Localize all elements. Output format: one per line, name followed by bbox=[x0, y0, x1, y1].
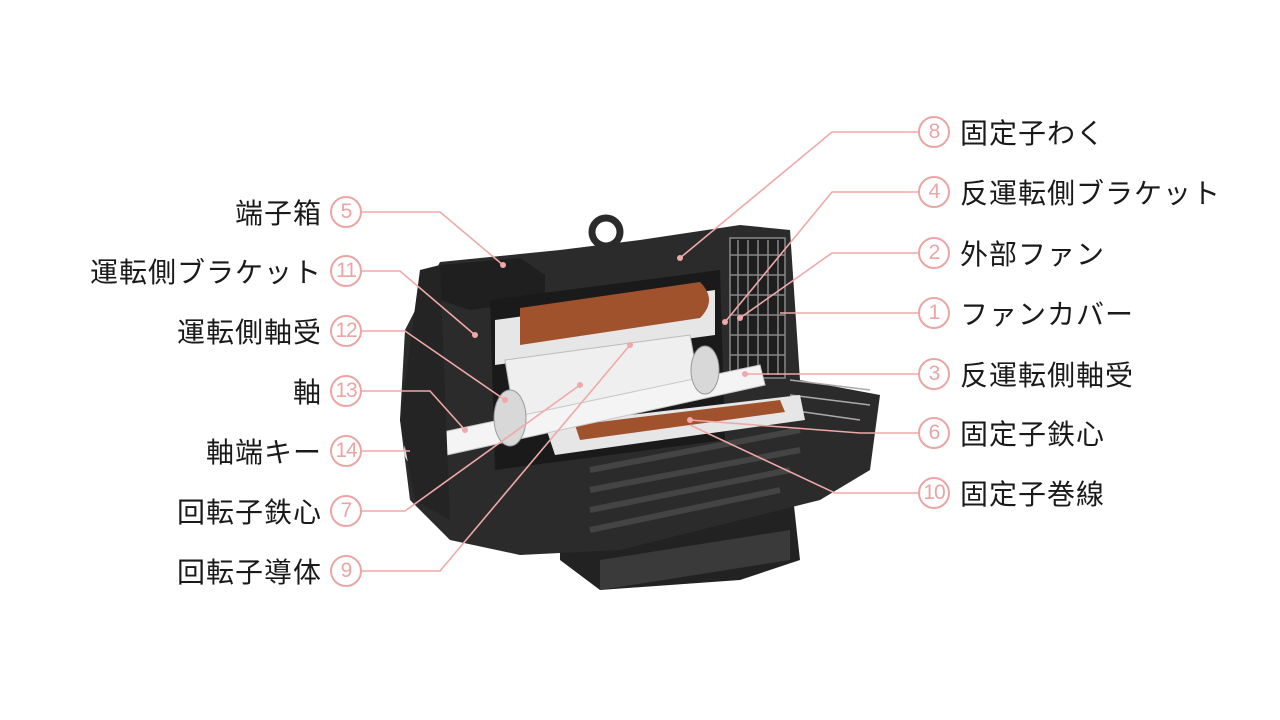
drive-end-bracket bbox=[400, 265, 450, 520]
eye-bolt bbox=[588, 214, 624, 250]
label-text: 軸 bbox=[292, 376, 322, 409]
label-text: ファンカバー bbox=[960, 298, 1135, 331]
label-rotor-core: 回転子鉄心 7 bbox=[100, 491, 362, 531]
label-number: 11 bbox=[330, 255, 362, 287]
leader-line-4 bbox=[724, 191, 918, 323]
label-number: 13 bbox=[330, 375, 362, 407]
label-non-drive-end-bearing: 3 反運転側軸受 bbox=[918, 354, 1258, 394]
leader-line-11 bbox=[362, 270, 476, 336]
label-text: 端子箱 bbox=[234, 197, 322, 230]
label-text: 外部ファン bbox=[960, 238, 1106, 271]
label-stator-core: 6 固定子鉄心 bbox=[918, 413, 1258, 453]
motor-illustration bbox=[400, 214, 880, 590]
label-number: 8 bbox=[918, 116, 950, 148]
label-shaft: 軸 13 bbox=[200, 371, 362, 411]
label-text: 運転側ブラケット bbox=[89, 256, 322, 289]
leader-line-13 bbox=[362, 390, 466, 431]
leader-line-6 bbox=[689, 419, 918, 434]
label-number: 2 bbox=[918, 237, 950, 269]
label-text: 軸端キー bbox=[205, 436, 322, 469]
label-number: 12 bbox=[330, 315, 362, 347]
label-number: 14 bbox=[330, 435, 362, 467]
label-drive-end-bearing: 運転側軸受 12 bbox=[80, 311, 362, 351]
label-text: 固定子巻線 bbox=[960, 478, 1106, 511]
label-shaft-key: 軸端キー 14 bbox=[120, 431, 362, 471]
label-number: 1 bbox=[918, 297, 950, 329]
label-text: 反運転側軸受 bbox=[960, 359, 1135, 392]
label-number: 3 bbox=[918, 358, 950, 390]
label-text: 回転子鉄心 bbox=[176, 496, 322, 529]
label-text: 反運転側ブラケット bbox=[960, 177, 1222, 210]
label-number: 5 bbox=[330, 196, 362, 228]
leader-dots bbox=[462, 255, 748, 433]
stator-winding-top bbox=[520, 282, 709, 345]
label-text: 固定子鉄心 bbox=[960, 418, 1106, 451]
non-drive-end-bearing bbox=[690, 345, 720, 395]
leader-line-7 bbox=[362, 384, 581, 512]
label-rotor-conductor: 回転子導体 9 bbox=[100, 551, 362, 591]
label-number: 7 bbox=[330, 495, 362, 527]
label-stator-frame: 8 固定子わく bbox=[918, 112, 1258, 152]
drive-end-bearing bbox=[493, 389, 527, 447]
label-number: 6 bbox=[918, 417, 950, 449]
label-text: 運転側軸受 bbox=[176, 316, 322, 349]
stator-winding-bottom bbox=[575, 400, 785, 440]
leader-line-12 bbox=[362, 330, 506, 401]
label-text: 固定子わく bbox=[960, 117, 1106, 150]
label-fan-cover: 1 ファンカバー bbox=[918, 293, 1258, 333]
label-external-fan: 2 外部ファン bbox=[918, 233, 1258, 273]
leader-line-8 bbox=[679, 131, 918, 259]
leader-line-9 bbox=[362, 344, 631, 572]
leader-lines bbox=[362, 131, 918, 572]
label-non-drive-end-bracket: 4 反運転側ブラケット bbox=[918, 172, 1268, 212]
cooling-fins bbox=[589, 427, 801, 533]
label-number: 4 bbox=[918, 176, 950, 208]
label-number: 10 bbox=[918, 477, 950, 509]
leader-line-2 bbox=[739, 252, 918, 319]
leader-line-10 bbox=[689, 424, 918, 494]
leader-line-5 bbox=[362, 211, 504, 266]
label-number: 9 bbox=[330, 555, 362, 587]
label-terminal-box: 端子箱 5 bbox=[120, 192, 362, 232]
label-drive-end-bracket: 運転側ブラケット 11 bbox=[20, 251, 362, 291]
label-text: 回転子導体 bbox=[176, 556, 322, 589]
label-stator-winding: 10 固定子巻線 bbox=[918, 473, 1258, 513]
